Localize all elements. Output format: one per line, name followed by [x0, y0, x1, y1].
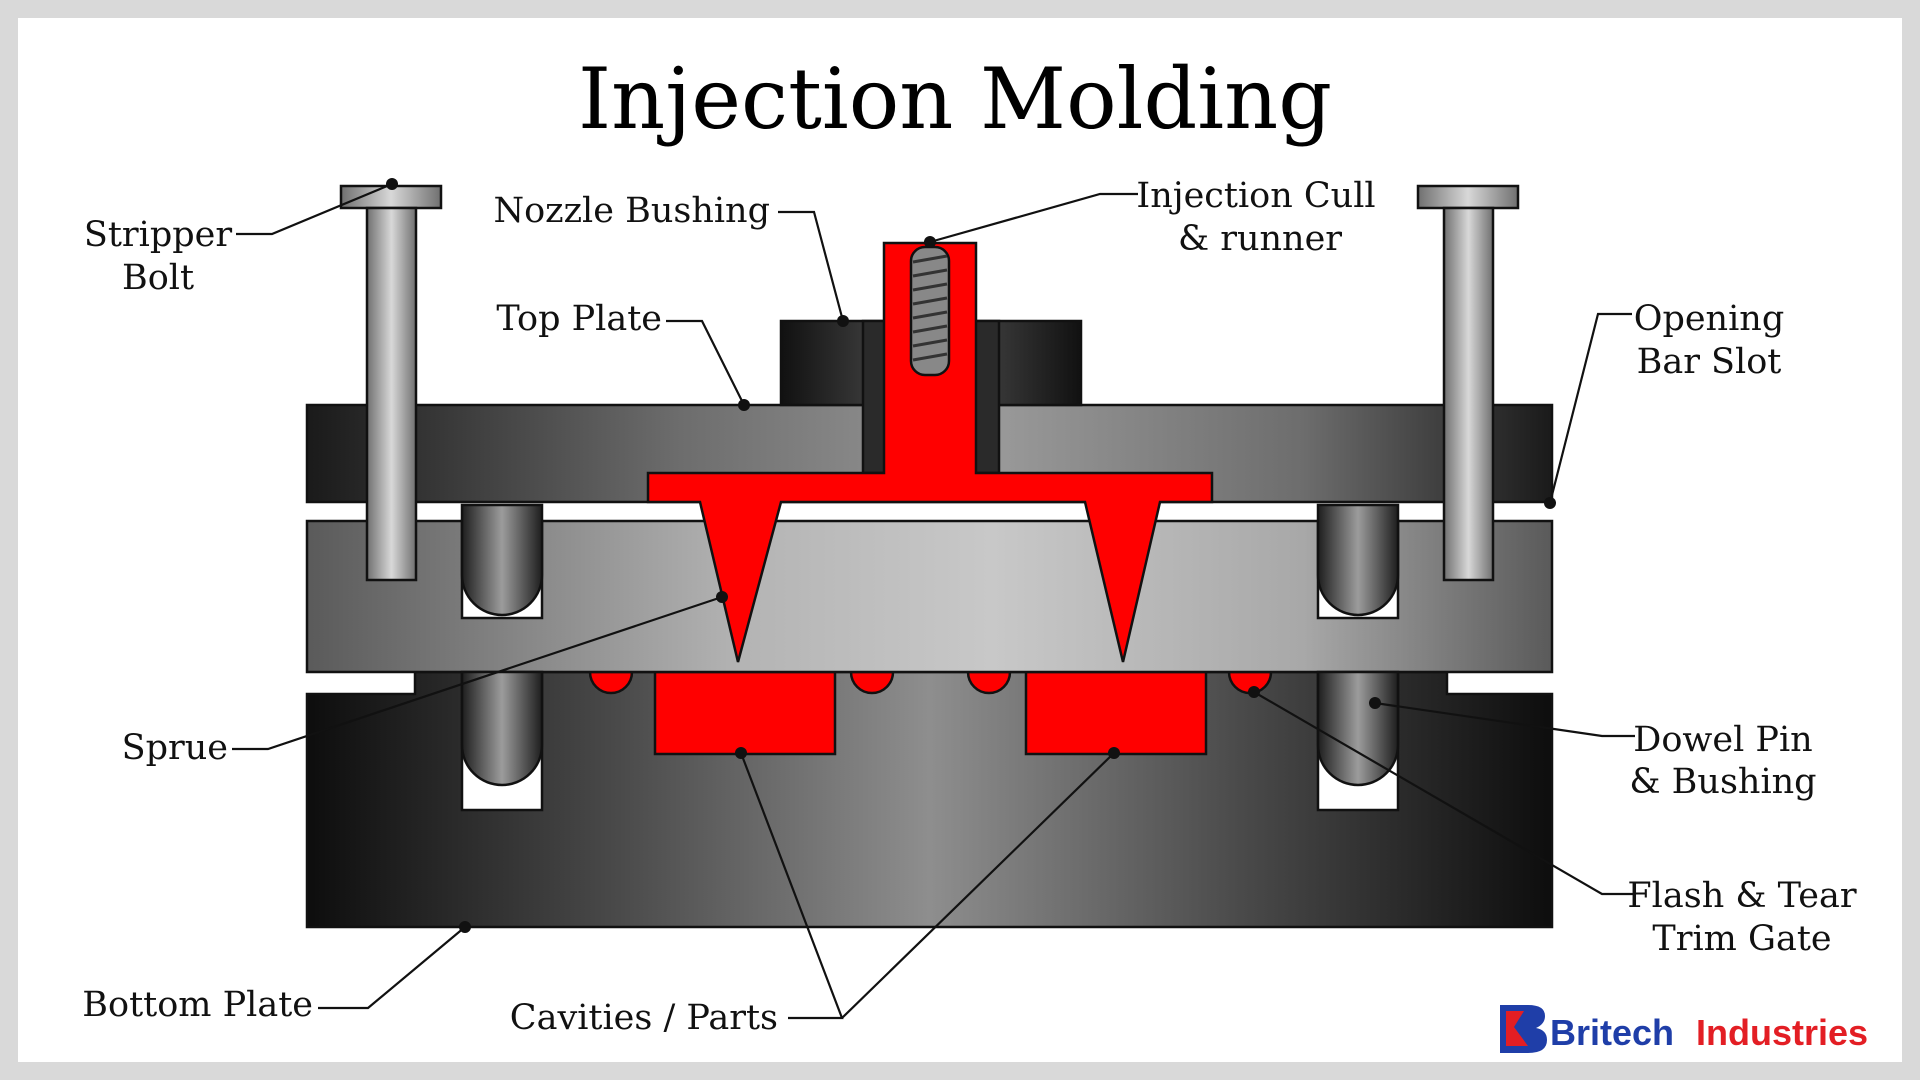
page-title: Injection Molding — [578, 50, 1332, 148]
label-cavities-parts: Cavities / Parts — [510, 998, 778, 1038]
diagram-frame: Injection Molding — [18, 18, 1902, 1062]
label-stripper-bolt-line1: Stripper — [84, 215, 232, 255]
injection-molding-diagram: Injection Molding — [82, 50, 1868, 1053]
label-stripper-bolt-line2: Bolt — [122, 258, 194, 298]
brand-name-part1: Britech — [1550, 1012, 1674, 1053]
label-sprue: Sprue — [122, 728, 228, 768]
brand-name-part2: Industries — [1696, 1012, 1868, 1053]
stripper-bolt-right — [1416, 184, 1520, 582]
label-flash-tear-line2: Trim Gate — [1652, 919, 1831, 959]
cavities-parts — [653, 670, 1208, 756]
label-top-plate: Top Plate — [496, 299, 662, 339]
injection-cull-runner — [646, 241, 1214, 663]
label-bottom-plate: Bottom Plate — [82, 985, 313, 1025]
label-injection-cull-line1: Injection Cull — [1136, 176, 1375, 216]
britech-logo-icon — [1500, 1005, 1547, 1053]
flash-tear-gates — [588, 670, 1273, 695]
label-opening-bar-slot-line2: Bar Slot — [1637, 342, 1782, 382]
leader-lines — [232, 178, 1635, 1020]
label-dowel-pin-line1: Dowel Pin — [1633, 720, 1812, 760]
dowel-pins — [460, 503, 1400, 787]
labels: Stripper Bolt Nozzle Bushing Injection C… — [82, 176, 1857, 1038]
stripper-bolt-left — [339, 184, 443, 582]
label-dowel-pin-line2: & Bushing — [1629, 762, 1816, 802]
label-nozzle-bushing: Nozzle Bushing — [493, 191, 770, 231]
label-opening-bar-slot-line1: Opening — [1634, 299, 1785, 339]
label-injection-cull-line2: & runner — [1178, 219, 1342, 259]
britech-logo: Britech Industries — [1500, 1005, 1868, 1053]
label-flash-tear-line1: Flash & Tear — [1627, 876, 1856, 916]
